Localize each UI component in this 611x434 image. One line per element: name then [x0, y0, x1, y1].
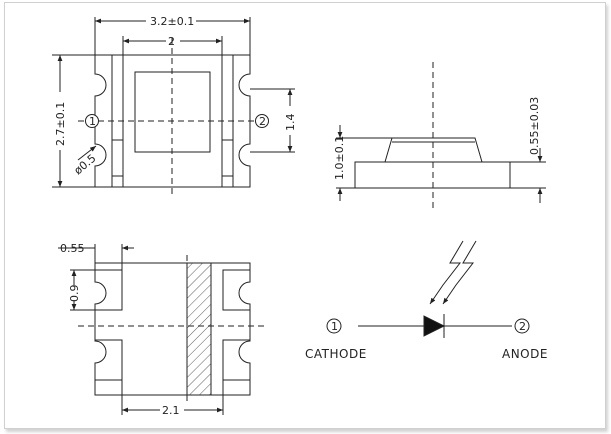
pin1-marker: [85, 114, 99, 128]
top-pad-height-label: 1.4: [284, 114, 297, 132]
side-view-labels: 1.0±0.1 0.55±0.03: [333, 97, 541, 180]
bottom-pad-width-label: 0.55: [60, 242, 85, 255]
bottom-pad-bottom-right: [222, 339, 250, 381]
anode-label: ANODE: [502, 347, 548, 361]
diode-triangle: [423, 315, 446, 337]
side-view: [336, 62, 546, 210]
bottom-view: [58, 244, 268, 415]
top-hole-label: ø0.5: [72, 152, 99, 178]
top-view-labels: 3.2±0.1 2 2.7±0.1 1.4 ø0.5 1 2: [54, 15, 297, 177]
bottom-view-outline: [94, 262, 251, 396]
light-arrow-1: [429, 240, 464, 305]
side-total-height-label: 1.0±0.1: [333, 136, 346, 180]
schematic-pin1-label: 1: [331, 320, 338, 333]
top-view-outline: [94, 54, 251, 188]
bottom-pad-top-left: [95, 269, 123, 311]
schematic-pin2-marker: [514, 318, 530, 334]
thermal-pad-hatch: [186, 262, 212, 396]
top-pin1-label: 1: [89, 115, 96, 128]
light-arrow-2: [442, 240, 477, 305]
schematic-pin2-label: 2: [519, 320, 526, 333]
top-inner-width-label: 2: [168, 35, 175, 48]
schematic-pin1-marker: [326, 318, 342, 334]
pin2-marker: [255, 114, 269, 128]
top-width-label: 3.2±0.1: [150, 15, 194, 28]
side-lens-height-label: 0.55±0.03: [528, 97, 541, 155]
bottom-pad-bottom-left: [95, 339, 123, 381]
bottom-view-labels: 0.55 0.9 2.1: [60, 242, 180, 417]
top-height-label: 2.7±0.1: [54, 102, 67, 146]
bottom-pad-top-right: [222, 269, 250, 311]
top-view: [52, 17, 295, 196]
led-schematic: [326, 240, 530, 338]
bottom-pad-height-label: 0.9: [68, 285, 81, 303]
top-pin2-label: 2: [259, 115, 266, 128]
cathode-label: CATHODE: [305, 347, 367, 361]
schematic-labels: 1 2 CATHODE ANODE: [305, 320, 548, 361]
bottom-pitch-label: 2.1: [162, 404, 180, 417]
